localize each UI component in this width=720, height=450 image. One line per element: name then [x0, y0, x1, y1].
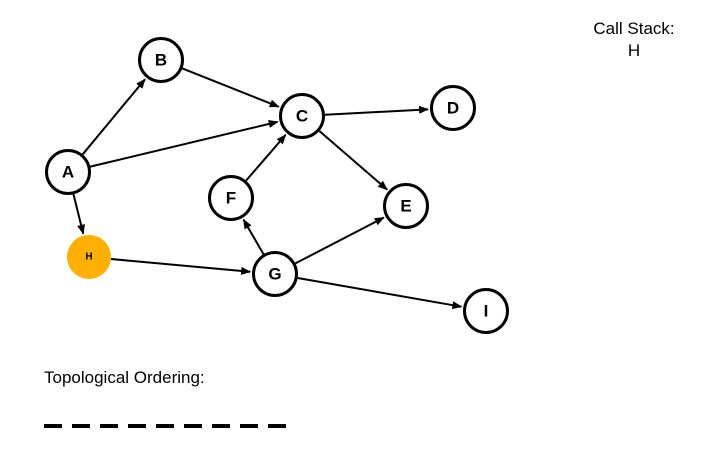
edge-g-f	[242, 218, 265, 255]
edge-f-c	[245, 134, 287, 182]
ordering-slot	[128, 424, 146, 428]
edge-h-g	[110, 258, 252, 275]
edge-b-c	[182, 67, 280, 108]
ordering-slot	[156, 424, 174, 428]
node-label-c: C	[296, 107, 308, 126]
node-label-g: G	[268, 265, 281, 284]
ordering-slot	[240, 424, 258, 428]
edges-layer	[72, 67, 463, 310]
node-circle-f	[208, 175, 254, 221]
node-label-i: I	[484, 302, 489, 321]
node-circle-a	[45, 149, 91, 195]
ordering-slot	[184, 424, 202, 428]
topological-ordering-title: Topological Ordering:	[44, 368, 205, 387]
ordering-slot	[100, 424, 118, 428]
edge-c-e	[318, 130, 388, 191]
node-label-a: A	[62, 163, 74, 182]
edge-a-h	[72, 194, 85, 235]
edge-a-c	[90, 120, 279, 168]
node-a: A	[45, 149, 91, 195]
node-circle-g	[252, 251, 298, 297]
node-circle-c	[279, 93, 325, 139]
node-label-b: B	[155, 51, 167, 70]
call-stack-item: H	[627, 41, 641, 60]
node-c: C	[279, 93, 325, 139]
edge-c-d	[324, 105, 430, 116]
node-circle-i	[463, 288, 509, 334]
node-circle-h	[67, 235, 111, 279]
node-circle-d	[430, 85, 476, 131]
node-e: E	[383, 183, 429, 229]
node-h: H	[67, 235, 111, 279]
node-label-d: D	[447, 99, 459, 118]
edge-a-b	[81, 78, 146, 155]
ordering-slot	[212, 424, 230, 428]
call-stack-title: Call Stack:	[593, 19, 675, 38]
node-b: B	[138, 37, 184, 83]
node-circle-e	[383, 183, 429, 229]
topological-ordering-slots	[44, 424, 286, 428]
edge-g-e	[294, 216, 385, 265]
node-g: G	[252, 251, 298, 297]
ordering-slot	[72, 424, 90, 428]
call-stack-items: H	[574, 40, 694, 62]
node-d: D	[430, 85, 476, 131]
ordering-slot	[44, 424, 62, 428]
node-label-f: F	[226, 189, 236, 208]
ordering-slot	[268, 424, 286, 428]
edge-g-i	[297, 276, 463, 310]
node-label-h: H	[85, 252, 92, 263]
call-stack-panel: Call Stack: H	[574, 18, 694, 62]
node-i: I	[463, 288, 509, 334]
nodes-layer: A B C D E F G H I	[45, 37, 509, 334]
node-label-e: E	[400, 197, 411, 216]
node-circle-b	[138, 37, 184, 83]
node-f: F	[208, 175, 254, 221]
